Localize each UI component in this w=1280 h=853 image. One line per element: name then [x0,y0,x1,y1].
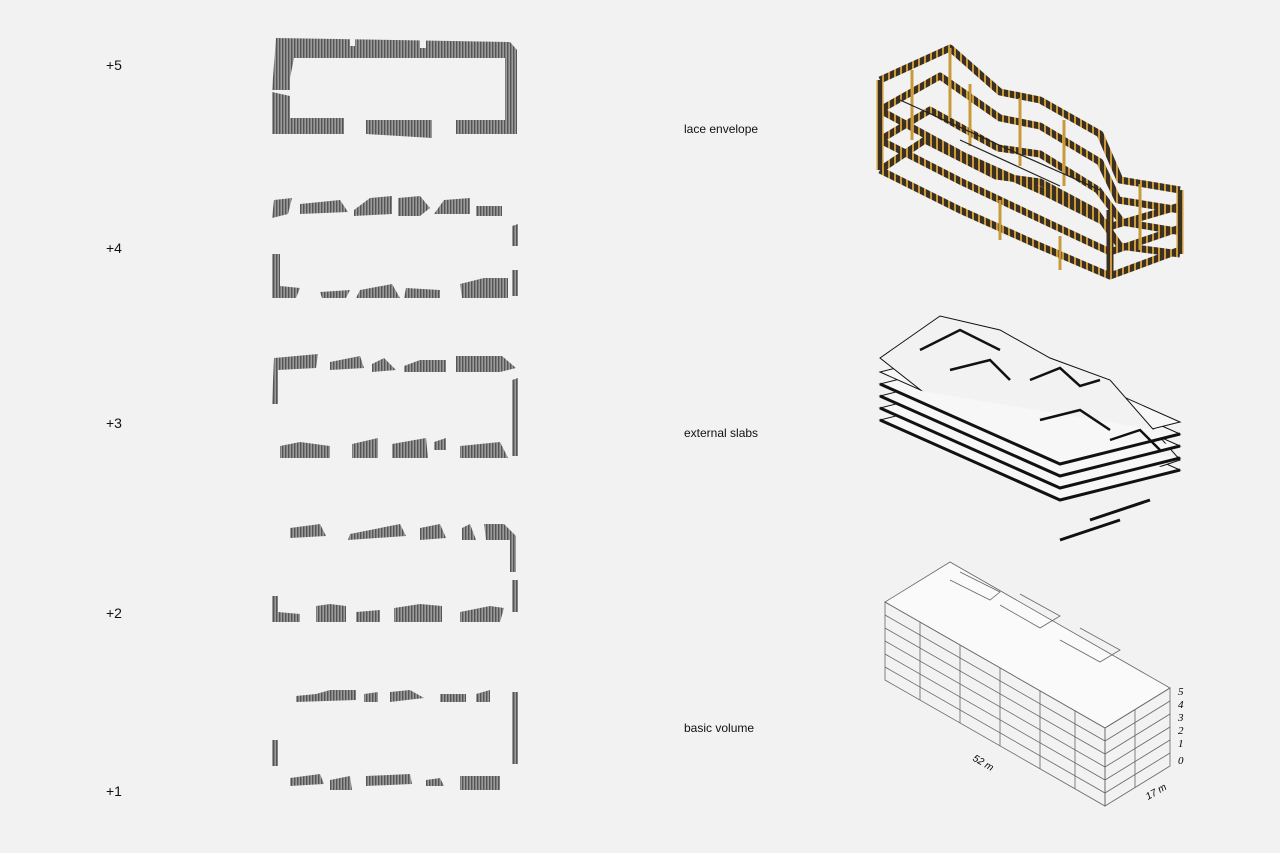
plan-level-3 [272,354,518,458]
basic-volume-diagram [884,561,1171,807]
floor-plans [272,38,518,790]
floor-number-1: 1 [1178,738,1184,750]
plan-level-4 [272,196,518,298]
level-label-1: +1 [106,783,122,799]
layer-label-lace-envelope: lace envelope [684,122,759,136]
external-slabs-diagram [878,315,1182,542]
plan-level-2 [272,524,518,622]
layer-label-basic-volume: basic volume [684,721,755,735]
floor-number-2: 2 [1178,725,1184,737]
floor-number-0: 0 [1178,755,1184,767]
lace-envelope-diagram [876,44,1184,280]
level-label-2: +2 [106,605,122,621]
dimension-length: 52 m [971,753,996,774]
floor-number-5: 5 [1178,686,1184,698]
floor-number-4: 4 [1178,699,1184,711]
level-label-4: +4 [106,240,122,256]
plan-level-1 [272,690,518,790]
dimension-width: 17 m [1144,782,1169,803]
level-label-3: +3 [106,415,122,431]
level-label-5: +5 [106,57,122,73]
plan-level-5 [272,38,517,138]
floor-number-3: 3 [1177,712,1184,724]
layer-label-external-slabs: external slabs [684,426,759,440]
